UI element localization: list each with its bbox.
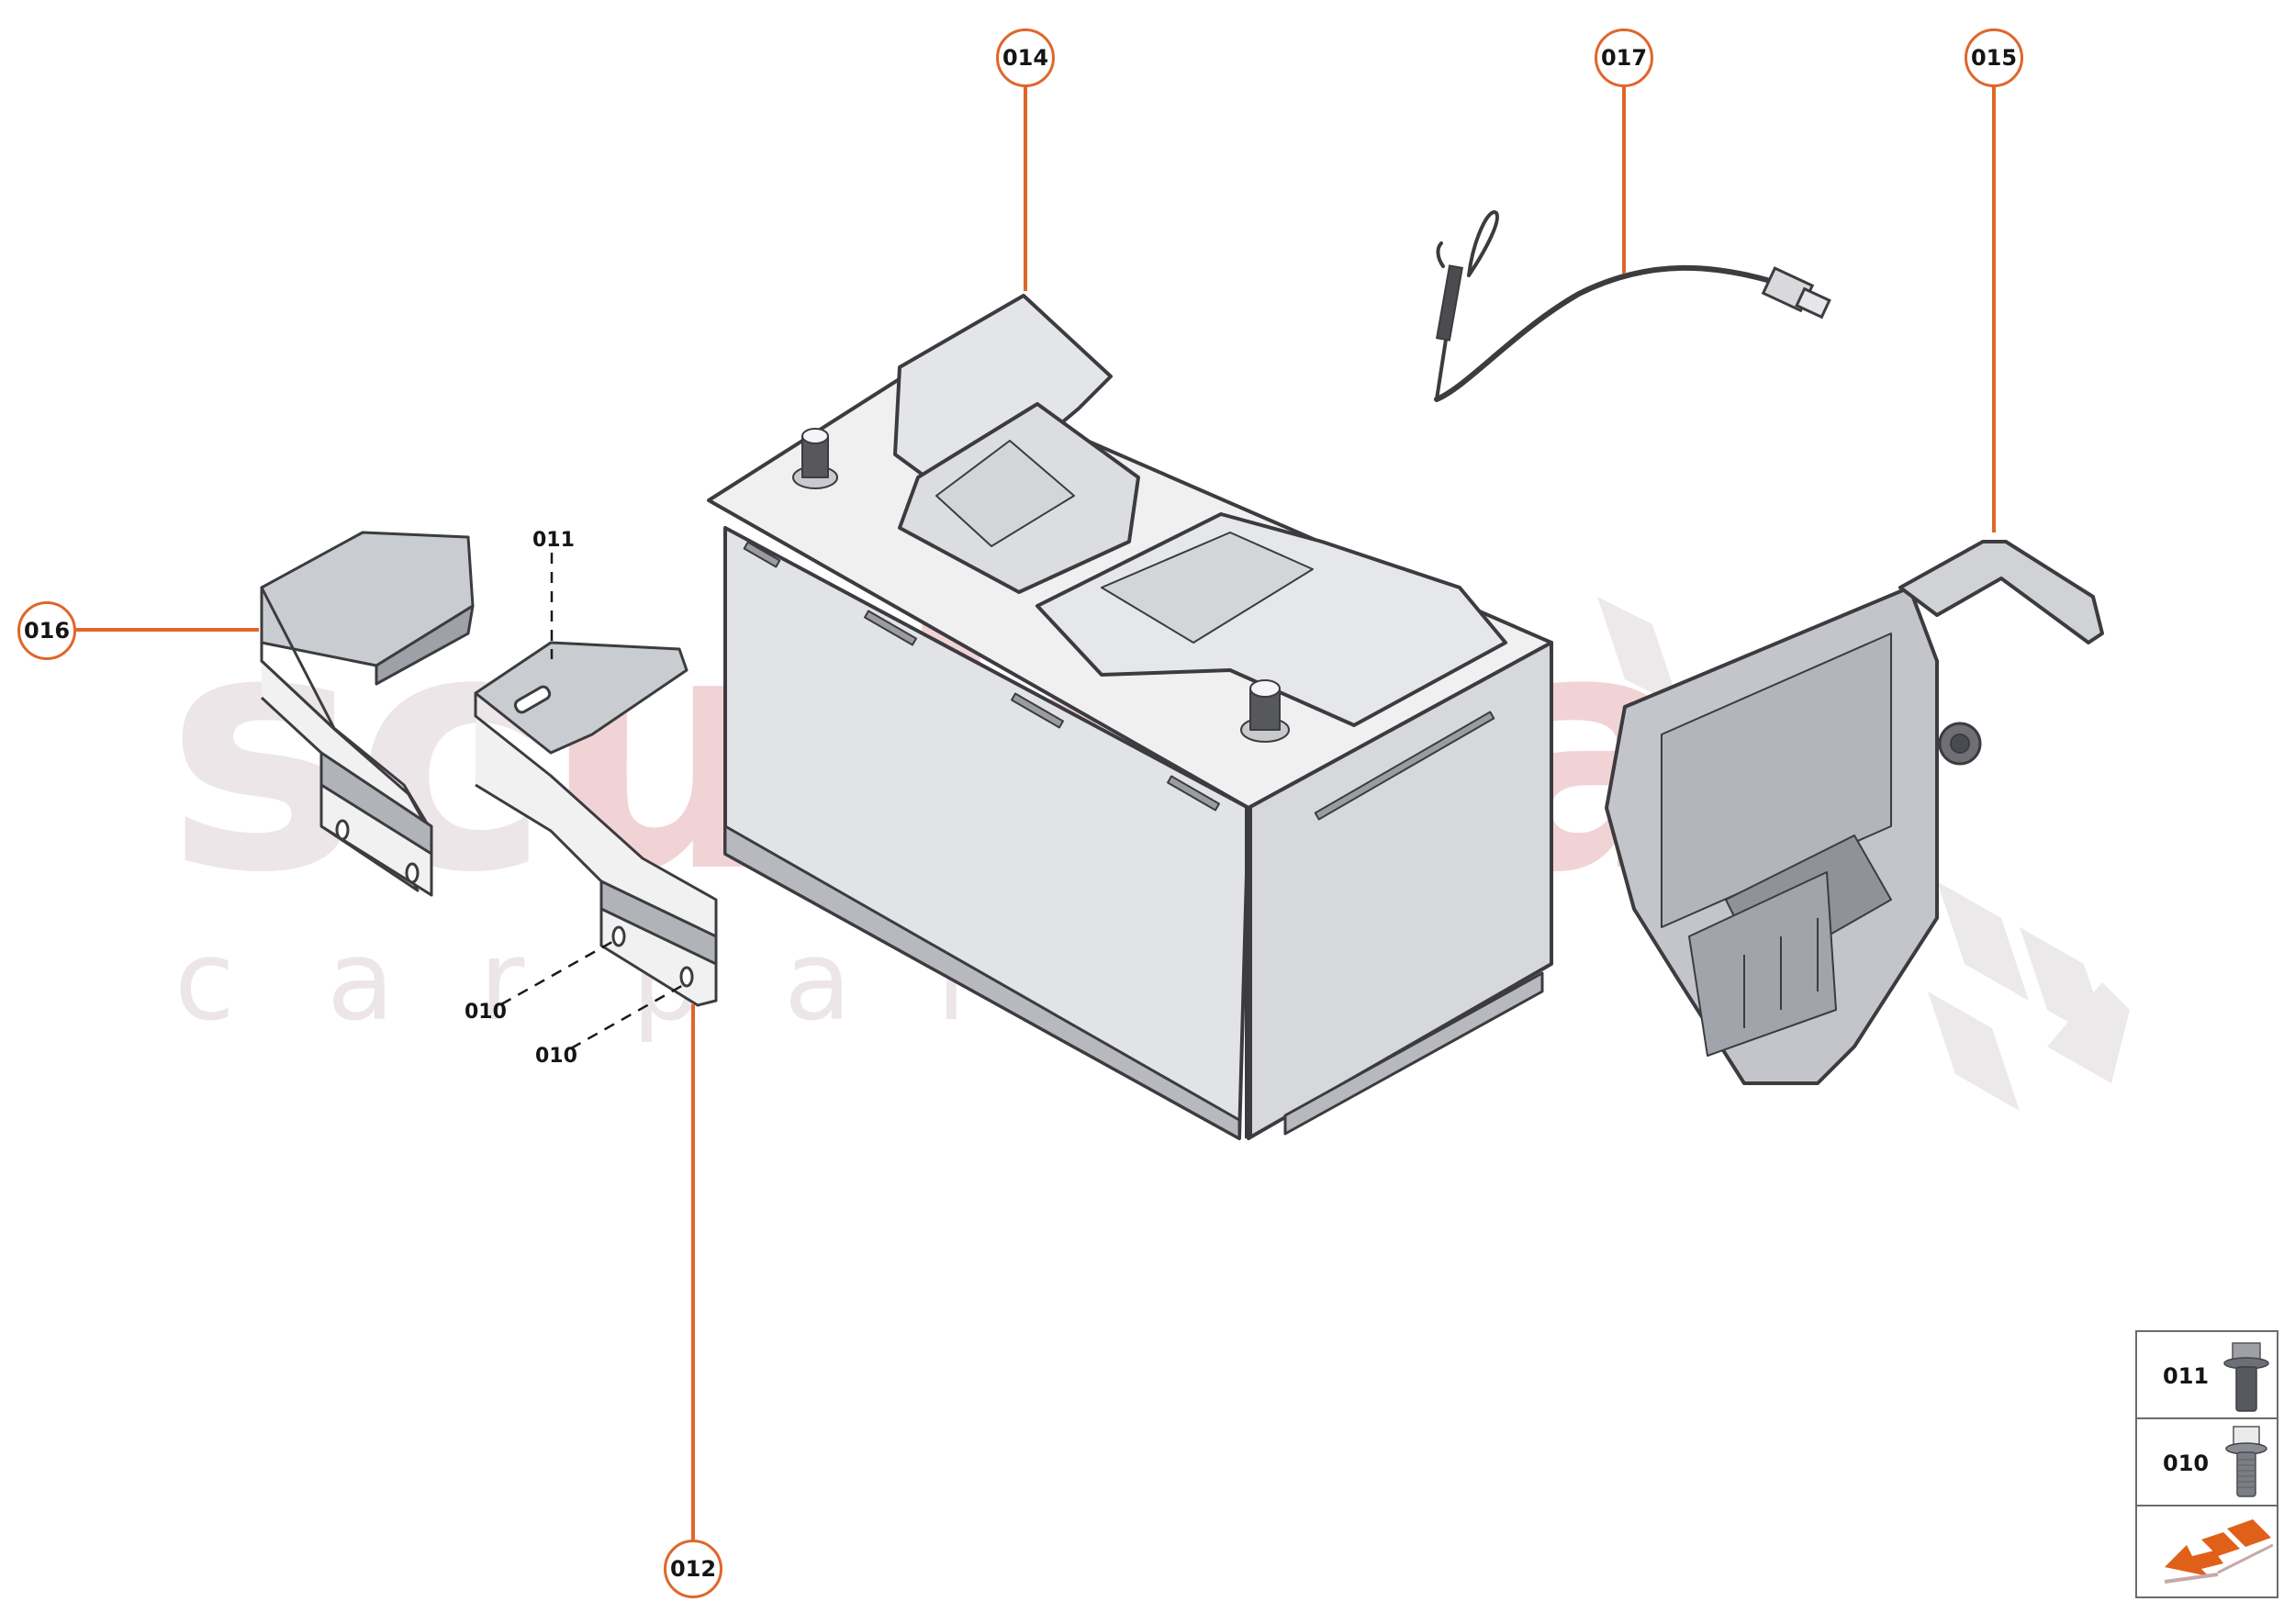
leader-line-017	[1622, 85, 1626, 274]
watermark-tagline-letter: a	[784, 918, 852, 1046]
legend-row-010[interactable]: 010	[2137, 1419, 2277, 1506]
legend-code: 010	[2163, 1450, 2210, 1476]
callout-015[interactable]: 015	[1965, 28, 2023, 87]
watermark-tagline-letter: c	[174, 918, 235, 1046]
legend-code: 011	[2163, 1363, 2210, 1389]
label-011[interactable]: 011	[532, 529, 575, 552]
connector-plug-icon	[1761, 266, 1831, 319]
fastener-leaders	[500, 553, 686, 1050]
hold-down-bracket-left	[260, 531, 475, 897]
battery-terminal-positive-icon	[1240, 679, 1290, 743]
callout-label: 014	[1002, 45, 1049, 71]
callout-label: 012	[669, 1556, 717, 1582]
leader-line-014	[1024, 85, 1027, 291]
battery-terminal-negative-icon	[792, 428, 838, 489]
orange-direction-arrow-icon	[2164, 1519, 2273, 1584]
leader-line-012	[691, 1004, 695, 1540]
callout-label: 016	[23, 618, 71, 644]
callout-014[interactable]: 014	[996, 28, 1055, 87]
callout-label: 017	[1600, 45, 1648, 71]
leader-line-016	[75, 628, 259, 632]
callout-017[interactable]: 017	[1595, 28, 1653, 87]
watermark-tagline-letter: r	[479, 918, 525, 1046]
watermark-tagline-letter: a	[327, 918, 395, 1046]
callout-label: 015	[1970, 45, 2018, 71]
battery	[707, 294, 1553, 1140]
temperature-sensor-cable	[1434, 210, 1831, 402]
leader-line-015	[1992, 85, 1996, 532]
callout-016[interactable]: 016	[17, 601, 76, 660]
battery-tray-bracket	[1605, 540, 2104, 1085]
callout-012[interactable]: 012	[664, 1540, 722, 1598]
legend-row-011[interactable]: 011	[2137, 1332, 2277, 1419]
flange-bolt-threaded-icon	[2225, 1426, 2267, 1497]
label-010[interactable]: 010	[535, 1045, 577, 1068]
flange-bolt-short-icon	[2223, 1342, 2269, 1412]
hold-down-bracket-right	[474, 641, 718, 1007]
fastener-legend: 011 010	[2135, 1330, 2278, 1598]
label-010[interactable]: 010	[465, 1001, 507, 1024]
legend-row-direction[interactable]	[2137, 1506, 2277, 1595]
